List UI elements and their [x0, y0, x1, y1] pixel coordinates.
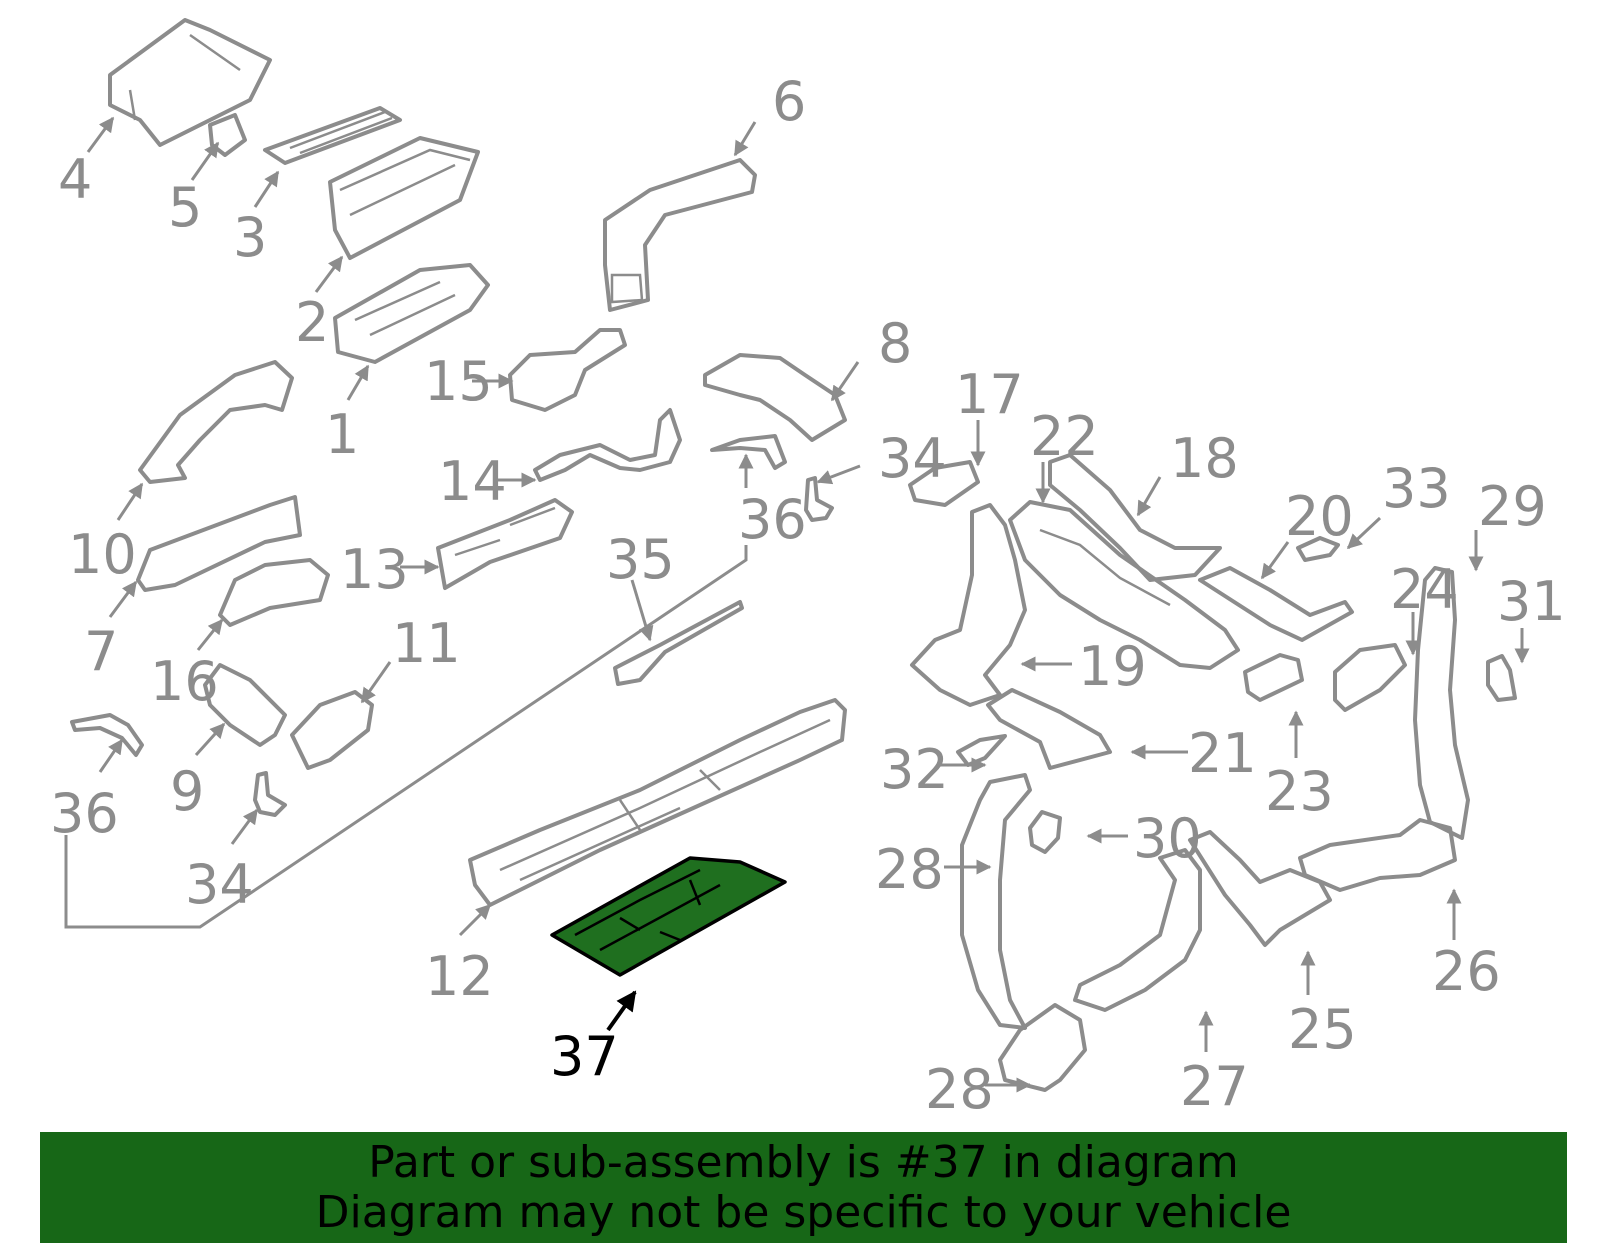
callout-31: 31: [1497, 570, 1566, 633]
part-3-grille: [263, 106, 402, 165]
callout-36-lower: 36: [50, 782, 119, 845]
part-33-clip-lower: [956, 734, 1007, 767]
part-19-duct: [910, 503, 1027, 707]
part-15-actuator: [508, 328, 627, 412]
part-26-duct: [1073, 848, 1202, 1012]
callout-28-label: 28: [925, 1058, 994, 1121]
callout-35: 35: [606, 528, 675, 591]
part-36-seal-upper: [710, 434, 787, 470]
callout-14: 14: [438, 450, 507, 513]
callout-27: 26: [1432, 940, 1501, 1003]
info-banner: Part or sub-assembly is #37 in diagram D…: [40, 1132, 1567, 1243]
callout-34-upper: 34: [878, 427, 947, 490]
part-36-bracket-line: [64, 545, 748, 929]
part-28-duct: [998, 1003, 1087, 1092]
part-23-bracket: [1243, 653, 1304, 702]
part-12-air-distribution-duct: [468, 698, 847, 907]
part-4-duct: [108, 18, 272, 147]
part-8-duct: [703, 353, 847, 442]
leader-arrows: [86, 116, 1530, 1093]
part-21-duct: [986, 688, 1112, 770]
part-30-duct: [960, 773, 1032, 1030]
callout-5: 5: [168, 176, 202, 239]
part-10-duct: [138, 360, 294, 484]
part-36-seal-lower: [70, 713, 144, 757]
part-29-duct: [1413, 566, 1470, 840]
callout-10: 10: [68, 523, 137, 586]
part-16-duct: [218, 558, 330, 627]
part-17-clip: [908, 460, 980, 507]
callout-36-upper: 36: [738, 488, 807, 551]
part-37-highlighted-panel[interactable]: [550, 856, 787, 977]
callout-4: 4: [58, 148, 92, 211]
part-35-trim: [613, 600, 744, 686]
callout-7: 7: [84, 620, 118, 683]
part-31-clip: [1486, 654, 1517, 702]
callout-18: 18: [1170, 427, 1239, 490]
callout-32: 30: [1133, 807, 1202, 870]
callout-16: 16: [150, 650, 219, 713]
part-1-vent-bezel: [333, 263, 490, 364]
part-34-fastener-lower: [253, 771, 287, 817]
part-14-sensor-tube: [533, 408, 682, 482]
callout-20: 20: [1285, 485, 1354, 548]
callout-37: 37: [550, 1025, 619, 1088]
part-34-fastener-upper: [804, 476, 834, 522]
part-7-duct: [136, 495, 302, 592]
callout-8: 8: [878, 312, 912, 375]
callout-3: 3: [233, 206, 267, 269]
part-2-vent-housing: [328, 136, 480, 260]
part-27-duct: [1298, 818, 1457, 892]
callout-34-lower: 34: [185, 853, 254, 916]
callout-2: 2: [295, 291, 329, 354]
callout-33-lower: 32: [880, 738, 949, 801]
callout-17: 17: [955, 363, 1024, 426]
part-5-clip: [208, 113, 247, 157]
callout-25: 25: [1288, 998, 1357, 1061]
callout-13: 13: [340, 538, 409, 601]
callout-19: 19: [1078, 635, 1147, 698]
callout-26: 27: [1180, 1055, 1249, 1118]
part-32-clip: [1028, 810, 1062, 854]
part-13-vent: [436, 498, 574, 590]
part-25-duct: [1188, 830, 1332, 947]
callout-24: 24: [1390, 558, 1459, 621]
callout-9: 9: [170, 760, 204, 823]
callout-labels: 4 5 3 2 1 6 15 8 10 14 34 36 13 7 16 35 …: [50, 70, 1566, 1121]
part-9-duct: [203, 663, 287, 747]
callout-33-upper: 33: [1382, 457, 1451, 520]
callout-22: 22: [1030, 405, 1099, 468]
banner-line-2: Diagram may not be specific to your vehi…: [315, 1187, 1292, 1238]
callout-15: 15: [424, 350, 493, 413]
callout-30: 28: [875, 838, 944, 901]
callout-12: 12: [425, 945, 494, 1008]
part-18-duct: [1048, 453, 1222, 582]
callout-11: 11: [392, 612, 461, 675]
part-11-vent: [290, 690, 374, 770]
callout-21: 21: [1188, 722, 1257, 785]
callout-6: 6: [772, 70, 806, 133]
part-22-duct: [1008, 500, 1240, 670]
callout-1: 1: [325, 403, 359, 466]
callout-29: 29: [1478, 475, 1547, 538]
part-33-clip-upper: [1296, 536, 1340, 562]
banner-line-1: Part or sub-assembly is #37 in diagram: [368, 1137, 1239, 1188]
part-24-bracket: [1333, 643, 1407, 712]
part-6-duct: [603, 158, 757, 312]
callout-23: 23: [1265, 760, 1334, 823]
part-20-duct: [1198, 566, 1354, 642]
